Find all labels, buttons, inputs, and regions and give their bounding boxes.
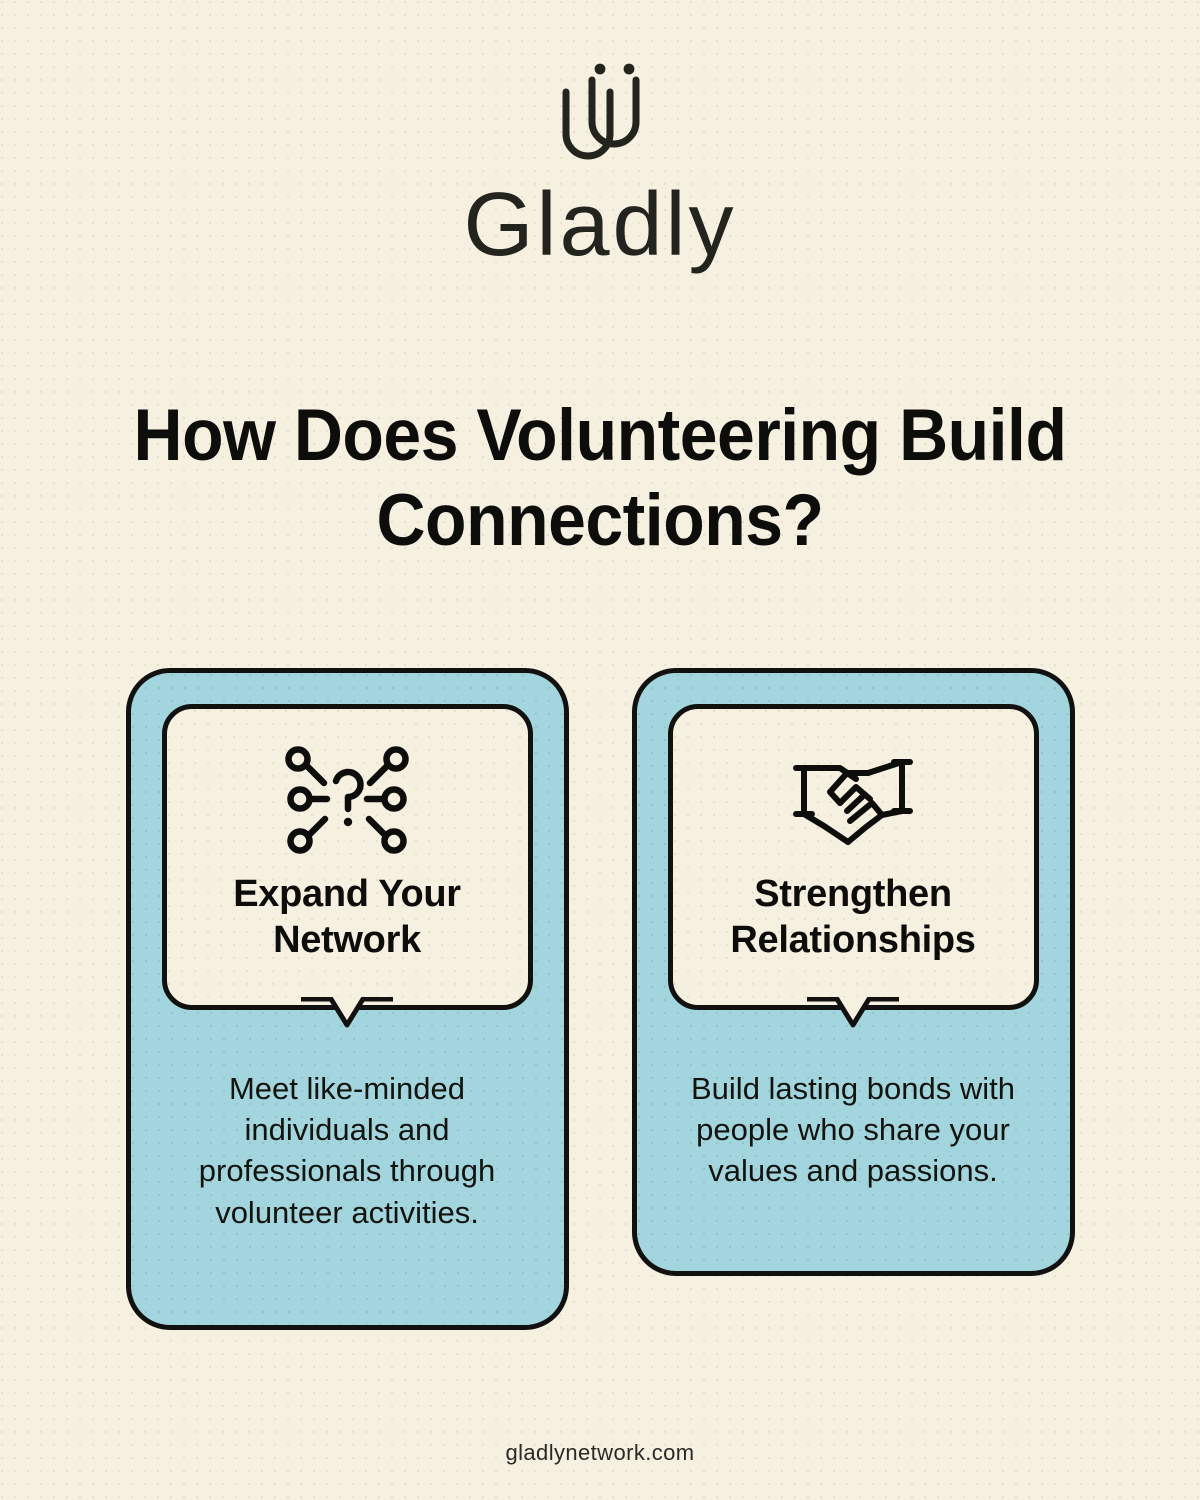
benefit-card-strengthen-relationships: Strengthen Relationships Build lasting b…: [631, 668, 1075, 1276]
brand-header: Gladly: [0, 62, 1200, 270]
card-bubble: Strengthen Relationships: [667, 704, 1039, 1028]
gladly-smile-mark-icon: [562, 63, 640, 160]
bubble-tail: [301, 997, 393, 1028]
card-icon-wrap: [695, 743, 1012, 855]
logo-dot-right: [623, 63, 635, 75]
logo-dot-left: [594, 63, 606, 75]
card-bubble: Expand Your Network: [161, 704, 533, 1028]
network-question-nodes-icon: [285, 746, 409, 854]
benefit-card-list: Expand Your Network Meet like-minded ind…: [0, 668, 1200, 1330]
brand-wordmark: Gladly: [463, 175, 737, 275]
card-body: Build lasting bonds with people who shar…: [691, 1071, 1015, 1189]
footer-website: gladlynetwork.com: [505, 1440, 695, 1465]
card-title: Expand Your Network: [233, 873, 461, 962]
card-icon-wrap: [189, 743, 506, 855]
card-title: Strengthen Relationships: [730, 873, 976, 962]
card-body: Meet like-minded individuals and profess…: [198, 1071, 496, 1230]
handshake-icon: [793, 759, 913, 845]
page-title: How Does Volunteering Build Connections?: [133, 394, 1067, 562]
bubble-tail: [807, 997, 899, 1028]
benefit-card-expand-network: Expand Your Network Meet like-minded ind…: [125, 668, 569, 1330]
question-mark-dot: [343, 817, 353, 827]
